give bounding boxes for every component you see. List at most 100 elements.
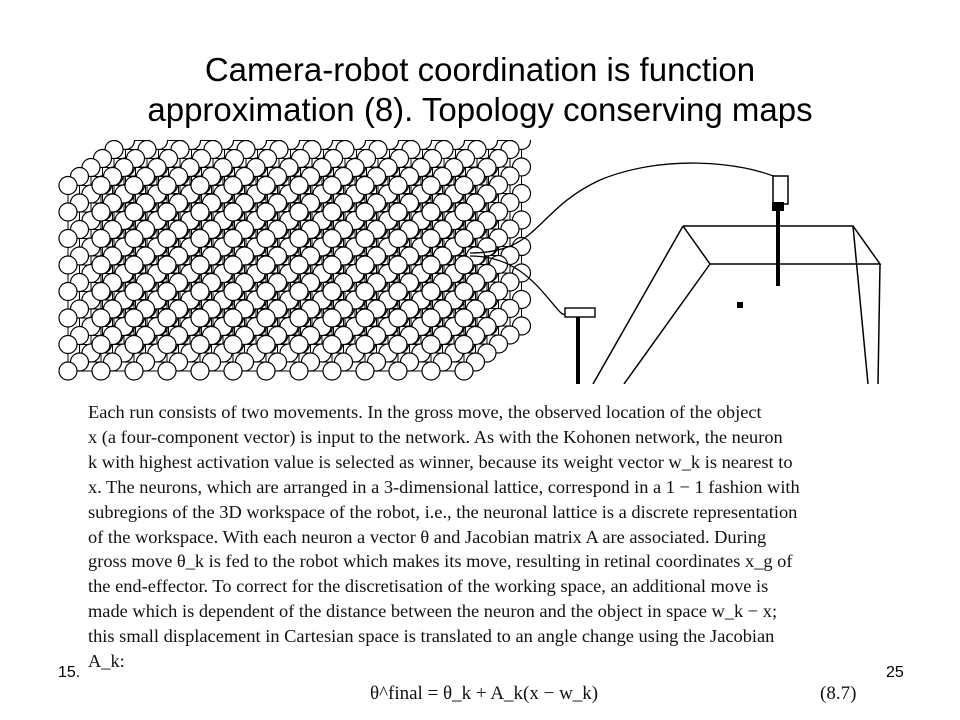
neuron-node — [256, 228, 276, 249]
neuron-node — [190, 228, 210, 249]
slide-title: Camera-robot coordination is function ap… — [0, 50, 960, 130]
neuron-node — [58, 334, 78, 355]
neuron-node — [124, 202, 144, 222]
neuron-node — [91, 175, 111, 196]
neuron-node — [256, 334, 276, 355]
neuron-node — [124, 281, 144, 302]
neuron-node — [124, 255, 144, 275]
neuron-node — [91, 228, 111, 249]
neuron-node — [289, 361, 309, 381]
neuron-node — [256, 175, 276, 196]
neuron-node — [124, 361, 144, 381]
neuron-node — [454, 228, 474, 249]
neuron-node — [289, 255, 309, 275]
neuron-node — [454, 281, 474, 302]
paragraph-line: A_k: — [88, 651, 125, 672]
paragraph-line: the end-effector. To correct for the dis… — [88, 576, 769, 597]
neuron-node — [190, 175, 210, 196]
neuron-node — [223, 308, 243, 328]
neuron-node — [256, 308, 276, 328]
neuron-node — [124, 308, 144, 328]
neuron-node — [58, 255, 78, 275]
neuron-node — [388, 255, 408, 275]
neuron-node — [322, 255, 342, 275]
neuron-node — [58, 281, 78, 302]
lattice-robot-figure — [58, 140, 882, 384]
neuron-node — [223, 202, 243, 222]
title-line-1: Camera-robot coordination is function — [204, 51, 756, 88]
paragraph-line: this small displacement in Cartesian spa… — [88, 626, 775, 647]
neuron-node — [421, 228, 441, 249]
equation-8-7: θ^final = θ_k + A_k(x − w_k) (8.7) — [0, 683, 960, 713]
neuron-node — [454, 334, 474, 355]
neuron-node — [322, 308, 342, 328]
paragraph-line: k with highest activation value is selec… — [88, 451, 793, 472]
neuron-node — [256, 202, 276, 222]
neuron-node — [190, 308, 210, 328]
neuron-node — [421, 175, 441, 196]
camera-icon — [772, 175, 789, 286]
neuron-node — [223, 361, 243, 381]
neuron-node — [388, 228, 408, 249]
neuron-node — [355, 361, 375, 381]
neuron-node — [157, 175, 177, 196]
robot-workspace-box — [592, 225, 882, 384]
neuron-node — [421, 281, 441, 302]
paragraph-line: x. The neurons, which are arranged in a … — [88, 476, 800, 497]
neuron-node — [421, 308, 441, 328]
neuron-node — [190, 334, 210, 355]
equation-number: (8.7) — [820, 683, 857, 704]
neuron-node — [91, 202, 111, 222]
neuron-node — [190, 255, 210, 275]
neuron-node — [190, 202, 210, 222]
equation-body: θ^final = θ_k + A_k(x − w_k) — [370, 683, 599, 704]
neuron-node — [322, 334, 342, 355]
neuron-node — [256, 255, 276, 275]
neuron-node — [388, 361, 408, 381]
neuron-node — [355, 175, 375, 196]
neuron-node — [421, 361, 441, 381]
neuron-node — [289, 175, 309, 196]
neuron-node — [157, 334, 177, 355]
neuron-node — [223, 228, 243, 249]
neuron-node — [190, 281, 210, 302]
neuron-node — [157, 228, 177, 249]
paragraph-line: made which is dependent of the distance … — [88, 601, 778, 622]
neuron-node — [157, 281, 177, 302]
neuron-node — [322, 281, 342, 302]
neuron-node — [223, 255, 243, 275]
neuron-node — [124, 334, 144, 355]
neuron-node — [388, 175, 408, 196]
robot-arm-icon — [564, 307, 596, 384]
neuron-node — [388, 281, 408, 302]
footer-left: 15. — [58, 664, 81, 681]
paragraph-line: gross move θ_k is fed to the robot which… — [88, 551, 793, 572]
neuron-node — [157, 361, 177, 381]
neuron-node — [157, 255, 177, 275]
neuron-node — [91, 308, 111, 328]
target-object — [737, 302, 743, 308]
cable — [469, 162, 784, 254]
neuron-node — [454, 202, 474, 222]
neuron-node — [58, 308, 78, 328]
neuron-node — [58, 361, 78, 381]
neuron-node — [322, 175, 342, 196]
paragraph-line: x (a four-component vector) is input to … — [88, 426, 783, 447]
neuron-node — [256, 281, 276, 302]
neuron-node — [355, 202, 375, 222]
neuron-node — [58, 175, 78, 196]
neuron-node — [454, 175, 474, 196]
neuron-node — [322, 202, 342, 222]
neuron-node — [454, 361, 474, 381]
paragraph-line: subregions of the 3D workspace of the ro… — [88, 501, 798, 522]
neuron-node — [355, 281, 375, 302]
neuron-node — [157, 308, 177, 328]
neuron-node — [421, 202, 441, 222]
neuron-node — [289, 202, 309, 222]
neuron-node — [421, 255, 441, 275]
neuron-node — [256, 361, 276, 381]
neuron-node — [223, 281, 243, 302]
page-number: 25 — [886, 664, 904, 681]
paragraph-line: of the workspace. With each neuron a vec… — [88, 526, 767, 547]
neuron-node — [124, 175, 144, 196]
